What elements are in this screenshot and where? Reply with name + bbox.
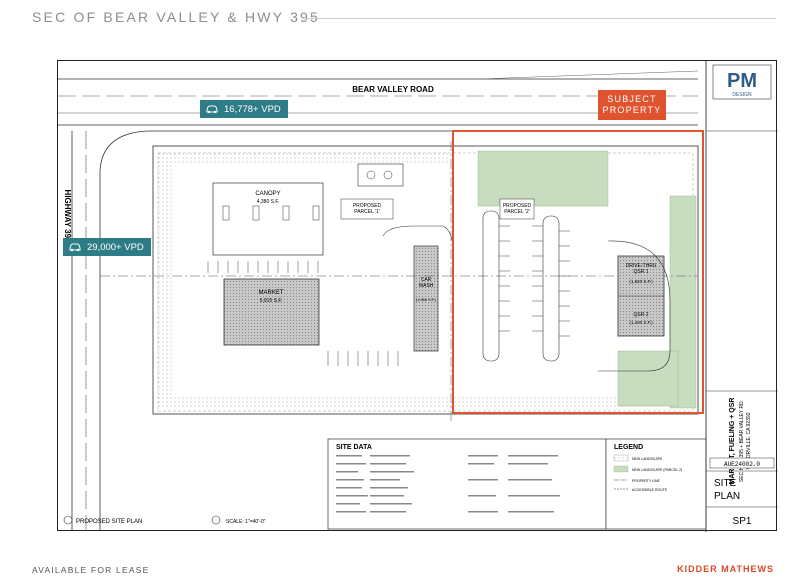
sheet-title-line2: PLAN [714,491,740,502]
proposed-site-plan-label: PROPOSED SITE PLAN [76,519,142,525]
site-plan-drawing: CANOPY 4,380 S.F. MARKET 5,915 S.F. PROP… [58,61,778,532]
site-plan-sheet: CANOPY 4,380 S.F. MARKET 5,915 S.F. PROP… [57,60,778,532]
site-data-title: SITE DATA [336,444,372,451]
legend-swatch-landscape [613,454,629,462]
legend-item-accessible-route: ACCESSIBLE ROUTE [632,488,668,492]
qsr1-area: (1,820 S.F.) [629,279,653,284]
traffic-count-highway: 29,000+ VPD [63,238,151,256]
legend-title: LEGEND [614,444,643,451]
project-address: SEC HWY 395 + BEAR VALLEY RD. [739,400,745,482]
market-label: MARKET [258,290,283,296]
legend-swatch-landscape-parcel-2 [613,465,629,473]
canopy-area: 4,380 S.F. [257,199,280,205]
job-number: AUE24002.0 [724,461,760,468]
road-label-highway: HIGHWAY 395 [63,190,72,243]
road-label-bear-valley: BEAR VALLEY ROAD [352,85,434,94]
qsr2-label: QSR 2 [633,312,648,318]
canopy-label: CANOPY [255,191,280,197]
scale-label: SCALE: 1"=40'-0" [226,519,266,525]
subject-property-badge: SUBJECT PROPERTY [598,90,666,120]
market-area: 5,915 S.F. [260,298,283,304]
legend-item-landscape-parcel-2: NEW LANDSCAPE (PARCEL 2) [632,468,682,472]
sheet-title-line1: SITE [714,478,737,489]
car-icon [206,105,218,114]
project-name: MARKET, FUELING + QSR [729,398,736,485]
sheet-number: SP1 [733,516,752,527]
subject-property-line1: SUBJECT [607,94,657,104]
project-city: VICTORVILLE, CA 92392 [746,412,752,469]
footer-availability: AVAILABLE FOR LEASE [32,565,150,575]
qsr2-area: (1,400 S.F.) [629,320,653,325]
header-divider [306,18,776,19]
traffic-count-bear-valley: 16,778+ VPD [200,100,288,118]
legend-item-landscape: NEW LANDSCAPE [632,457,663,461]
pm-design-logo: PM [727,70,757,92]
footer-brand: KIDDER MATHEWS [677,564,774,574]
page-title: SEC OF BEAR VALLEY & HWY 395 [32,9,321,25]
car-icon [69,243,81,252]
traffic-count-bear-valley-text: 16,778+ VPD [224,103,281,115]
car-wash-area: (1,968 S.F.) [416,297,437,302]
traffic-count-highway-text: 29,000+ VPD [87,241,144,253]
subject-property-outline [452,130,704,414]
pm-design-logo-sub: DESIGN [732,92,752,98]
subject-property-line2: PROPERTY [602,105,662,115]
legend-item-property-line: PROPERTY LINE [632,479,661,483]
